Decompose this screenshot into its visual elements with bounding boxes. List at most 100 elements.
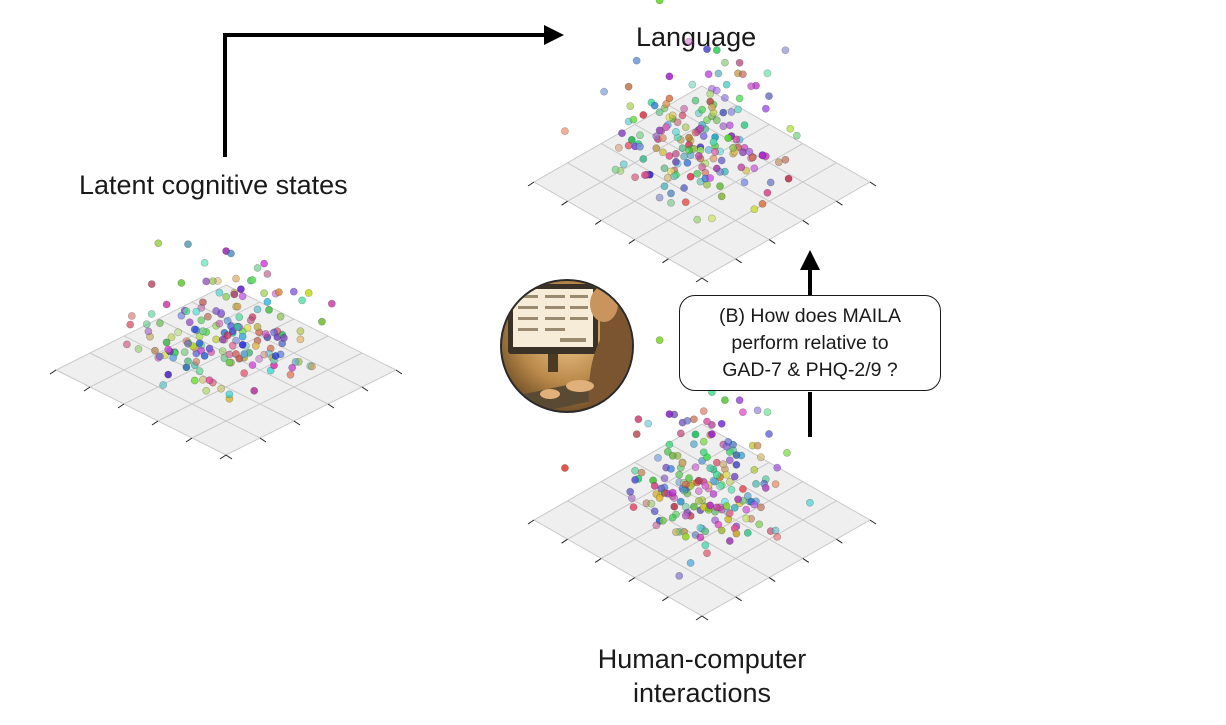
scatter-point	[296, 327, 305, 336]
scatter-point	[747, 82, 755, 91]
scatter-point	[717, 156, 726, 165]
axis-tick	[151, 420, 159, 426]
scatter-point	[706, 174, 715, 182]
scatter-point	[685, 146, 693, 155]
scatter-point	[298, 296, 306, 305]
scatter-point	[154, 239, 163, 248]
scatter-point	[238, 292, 247, 301]
axis-tick	[185, 437, 193, 443]
scatter-point	[722, 80, 731, 89]
scatter-point	[243, 324, 252, 332]
scatter-point	[719, 108, 728, 117]
scatter-point	[765, 92, 773, 100]
scatter-point	[714, 520, 723, 529]
scatter-point	[786, 124, 795, 133]
scatter-point	[624, 141, 633, 150]
scatter-point	[218, 347, 227, 355]
scatter-point	[265, 305, 273, 314]
scatter-point	[680, 104, 688, 113]
grid-line	[668, 500, 837, 598]
scatter-point	[147, 310, 156, 318]
scatter-point	[739, 148, 747, 157]
grid-line	[191, 352, 363, 439]
scatter-point	[739, 70, 747, 79]
scatter-point	[240, 369, 249, 377]
scatter-point	[729, 143, 737, 152]
scatter-point	[758, 151, 767, 160]
scatter-point	[134, 345, 143, 353]
scatter-point	[698, 163, 706, 171]
scatter-point	[709, 138, 718, 146]
scatter-point	[719, 122, 728, 131]
scatter-point	[190, 376, 199, 385]
scatter-point	[261, 330, 270, 338]
scatter-point	[773, 533, 782, 541]
axis-tick	[527, 519, 535, 525]
scatter-point	[750, 164, 759, 173]
scatter-point	[308, 362, 316, 371]
axis-tick	[219, 454, 227, 460]
scatter-point	[626, 102, 635, 110]
scatter-point	[260, 259, 268, 268]
scatter-point	[223, 331, 232, 340]
scatter-point	[650, 481, 659, 490]
scatter-point	[742, 505, 751, 514]
scatter-point	[675, 470, 684, 479]
scatter-point	[253, 305, 262, 314]
label-latent-states: Latent cognitive states	[79, 170, 348, 200]
scatter-point	[215, 319, 224, 328]
scatter-point	[218, 335, 227, 344]
scatter-point	[725, 477, 734, 486]
scatter-point	[657, 484, 666, 493]
scatter-point	[655, 494, 664, 502]
scatter-point	[260, 350, 268, 359]
scatter-point	[665, 94, 674, 103]
scatter-point	[659, 134, 667, 142]
scatter-point	[647, 499, 656, 508]
question-box: (B) How does MAILA perform relative to G…	[679, 295, 941, 391]
axis-tick	[802, 557, 810, 563]
scatter-point	[724, 437, 733, 446]
scatter-point	[167, 333, 176, 342]
scatter-point	[708, 103, 716, 112]
scatter-point	[644, 419, 653, 428]
grid-line	[668, 442, 837, 540]
axis-tick	[561, 200, 568, 206]
scatter-point	[748, 153, 757, 162]
scatter-point	[783, 448, 791, 457]
scatter-point	[222, 292, 230, 301]
scatter-point	[232, 336, 240, 345]
grid-line	[89, 352, 261, 439]
scatter-point	[202, 277, 211, 286]
scatter-point	[686, 172, 695, 181]
scatter-point	[632, 56, 641, 65]
scatter-point	[626, 487, 635, 496]
scatter-point	[690, 440, 698, 448]
scatter-point	[694, 151, 703, 160]
scatter-point	[636, 142, 644, 151]
scatter-point	[734, 495, 742, 504]
axis-tick	[327, 403, 335, 409]
scatter-point	[304, 289, 313, 297]
scatter-point	[327, 299, 336, 308]
scatter-point	[750, 465, 759, 474]
scatter-point	[712, 46, 721, 54]
axis-tick	[594, 219, 602, 225]
scatter-point	[232, 274, 240, 283]
scatter-point	[637, 468, 646, 477]
scatter-point	[185, 318, 194, 327]
axis-tick	[869, 519, 877, 525]
scatter-point	[660, 182, 669, 191]
axis-tick	[293, 420, 301, 426]
scatter-point	[263, 270, 272, 278]
scatter-point	[757, 453, 765, 462]
axis-tick	[49, 369, 57, 375]
scatter-point	[704, 70, 713, 79]
scatter-point	[177, 311, 186, 320]
scatter-point	[761, 484, 770, 492]
scatter-point	[714, 69, 723, 78]
scatter-point	[721, 58, 729, 67]
scatter-point	[655, 126, 664, 135]
scatter-point	[763, 69, 772, 78]
scatter-point	[212, 335, 220, 344]
